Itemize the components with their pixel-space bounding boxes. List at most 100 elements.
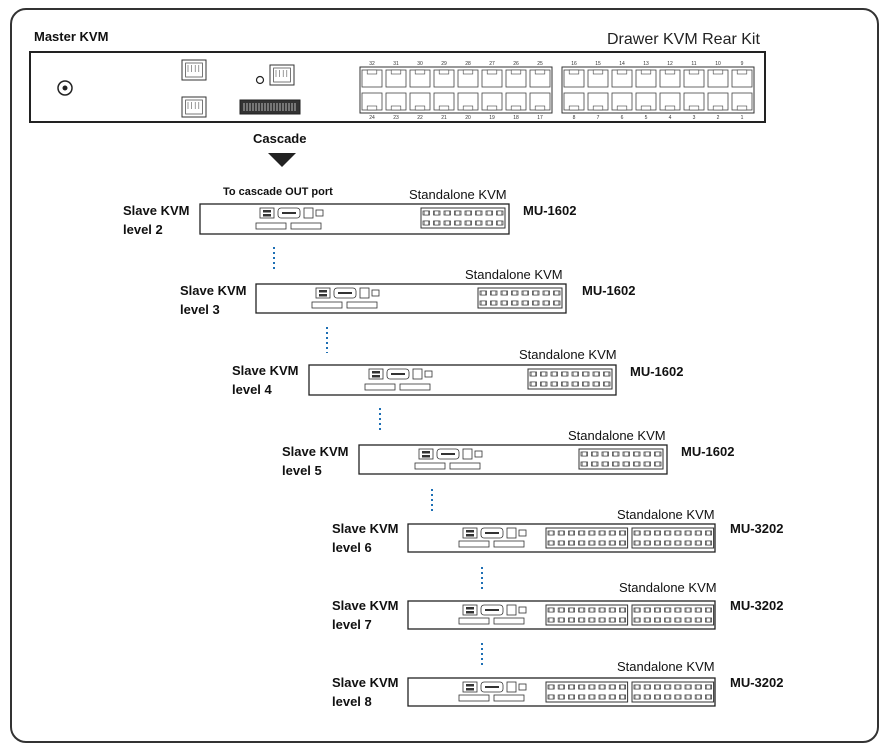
usb-port-icon bbox=[418, 448, 434, 460]
rj45-port-icon bbox=[568, 617, 576, 623]
rj45-port-icon bbox=[361, 69, 383, 88]
rj45-port-icon bbox=[591, 451, 599, 457]
cascade-in-connector-icon bbox=[311, 301, 343, 309]
rj45-port-icon bbox=[588, 540, 596, 546]
rj45-port-icon bbox=[547, 684, 555, 690]
rj45-port-icon bbox=[588, 607, 596, 613]
rj45-port-icon bbox=[578, 694, 586, 700]
slave-port-bank-left bbox=[545, 527, 629, 549]
rj45-port-icon bbox=[587, 69, 609, 88]
rj45-port-icon bbox=[683, 92, 705, 111]
slave-model-label: MU-1602 bbox=[630, 364, 684, 379]
port-number-label: 11 bbox=[691, 61, 696, 67]
rj45-port-icon bbox=[490, 300, 498, 306]
slave-model-label: MU-3202 bbox=[730, 598, 784, 613]
rj45-port-icon bbox=[705, 694, 713, 700]
rj45-port-icon bbox=[633, 451, 641, 457]
rj45-port-icon bbox=[654, 684, 662, 690]
rj45-port-icon bbox=[643, 607, 651, 613]
rj45-port-icon bbox=[601, 451, 609, 457]
port-number-label: 23 bbox=[393, 115, 399, 121]
rj45-port-icon bbox=[633, 694, 641, 700]
rj45-port-icon bbox=[568, 694, 576, 700]
rj45-port-icon bbox=[443, 220, 451, 226]
port-number-label: 19 bbox=[489, 115, 495, 121]
rj45-port-icon bbox=[561, 371, 569, 377]
cascade-in-connector-icon bbox=[255, 222, 287, 230]
rj45-port-icon bbox=[659, 69, 681, 88]
rj45-port-icon bbox=[664, 684, 672, 690]
port-number-label: 27 bbox=[489, 61, 495, 67]
cascade-arrow-icon bbox=[268, 153, 296, 167]
rj45-port-icon bbox=[705, 540, 713, 546]
rj45-port-icon bbox=[500, 300, 508, 306]
rj45-port-icon bbox=[505, 92, 527, 111]
rj45-port-icon bbox=[422, 220, 430, 226]
diagram-title: Drawer KVM Rear Kit bbox=[607, 31, 760, 48]
rj45-port-icon bbox=[633, 530, 641, 536]
rj45-port-icon bbox=[578, 607, 586, 613]
rj45-port-icon bbox=[674, 540, 682, 546]
slave-model-label: MU-1602 bbox=[523, 203, 577, 218]
rj45-port-icon bbox=[563, 69, 585, 88]
port-number-label: 3 bbox=[693, 115, 696, 121]
rj45-port-icon bbox=[731, 69, 753, 88]
rj45-port-icon bbox=[643, 684, 651, 690]
rj45-port-icon bbox=[578, 684, 586, 690]
power-port-icon bbox=[518, 606, 527, 614]
port-number-label: 24 bbox=[369, 115, 375, 121]
rj45-port-icon bbox=[571, 371, 579, 377]
rj45-port-icon bbox=[529, 381, 537, 387]
rj45-port-icon bbox=[454, 210, 462, 216]
cascade-out-connector-icon bbox=[449, 462, 481, 470]
cascade-label: Cascade bbox=[253, 131, 307, 146]
rj45-port-icon bbox=[433, 69, 455, 88]
port-number-label: 1 bbox=[741, 115, 744, 121]
slave-port-bank bbox=[527, 368, 613, 390]
master-kvm-label: Master KVM bbox=[34, 29, 109, 44]
rj45-port-icon bbox=[385, 92, 407, 111]
master-rj45-mid-icon bbox=[269, 64, 295, 86]
slave-kvm-unit bbox=[255, 283, 567, 314]
port-number-label: 9 bbox=[741, 61, 744, 67]
standalone-kvm-label: Standalone KVM bbox=[409, 187, 507, 202]
rj45-port-icon bbox=[622, 451, 630, 457]
slave-level-label: level 6 bbox=[332, 540, 372, 555]
rj45-port-icon bbox=[547, 607, 555, 613]
cascade-out-connector-icon bbox=[290, 222, 322, 230]
port-number-label: 17 bbox=[537, 115, 543, 121]
port-number-label: 7 bbox=[597, 115, 600, 121]
rj45-port-icon bbox=[578, 540, 586, 546]
rj45-port-icon bbox=[588, 617, 596, 623]
slave-port-bank-left bbox=[545, 604, 629, 626]
rj45-port-icon bbox=[588, 684, 596, 690]
port-number-label: 32 bbox=[369, 61, 375, 67]
rj45-port-icon bbox=[643, 694, 651, 700]
rj45-port-icon bbox=[557, 607, 565, 613]
slave-kvm-unit bbox=[358, 444, 668, 475]
rj45-port-icon bbox=[598, 694, 606, 700]
rj45-port-icon bbox=[619, 530, 627, 536]
rj45-port-icon bbox=[684, 530, 692, 536]
rj45-port-icon bbox=[359, 287, 370, 299]
port-number-label: 31 bbox=[393, 61, 399, 67]
rj45-port-icon bbox=[694, 607, 702, 613]
rj45-port-icon bbox=[542, 290, 550, 296]
rj45-port-icon bbox=[550, 381, 558, 387]
rj45-port-icon bbox=[568, 684, 576, 690]
rj45-port-icon bbox=[582, 371, 590, 377]
rj45-port-icon bbox=[521, 290, 529, 296]
rj45-port-icon bbox=[454, 220, 462, 226]
slave-label-line1: Slave KVM bbox=[180, 283, 247, 298]
rj45-port-icon bbox=[643, 540, 651, 546]
rj45-port-icon bbox=[633, 540, 641, 546]
rj45-port-icon bbox=[598, 607, 606, 613]
rj45-port-icon bbox=[619, 684, 627, 690]
rj45-port-icon bbox=[601, 461, 609, 467]
slave-kvm-unit bbox=[199, 203, 510, 235]
rj45-port-icon bbox=[568, 607, 576, 613]
rj45-port-icon bbox=[563, 92, 585, 111]
rj45-port-icon bbox=[674, 607, 682, 613]
rj45-port-icon bbox=[361, 92, 383, 111]
